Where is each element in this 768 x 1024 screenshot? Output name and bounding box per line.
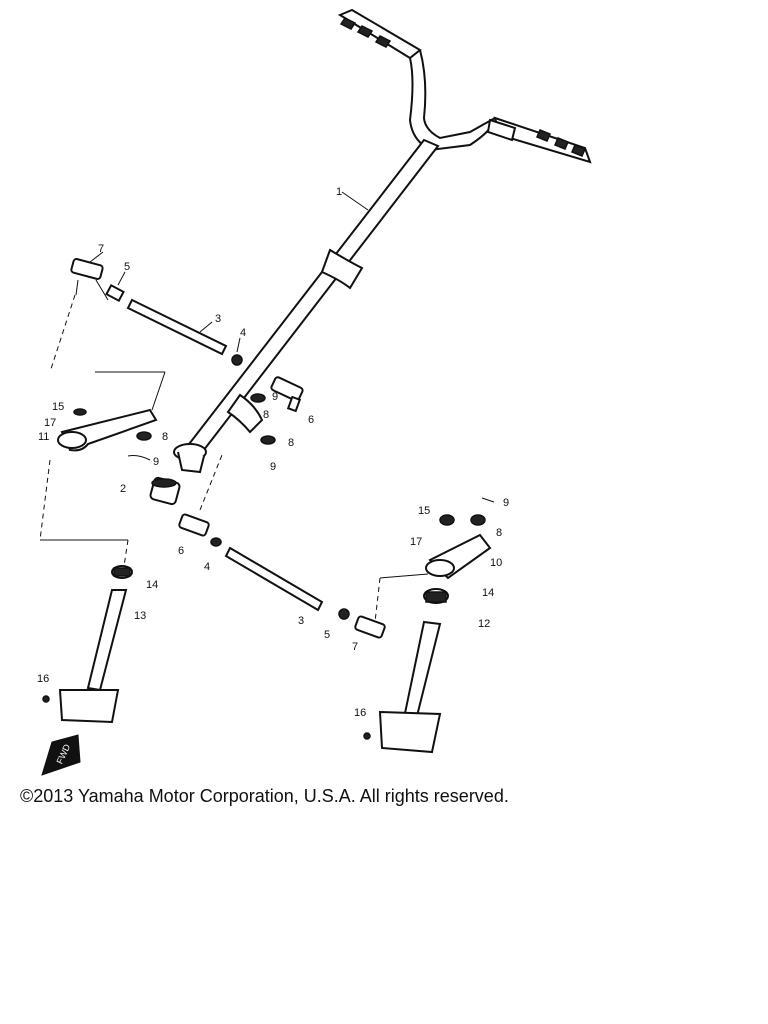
- callout-5-lower: 5: [324, 629, 330, 641]
- callout-15-right: 15: [418, 505, 430, 517]
- knuckle-arm-left: [57, 408, 158, 461]
- callout-7-lower: 7: [352, 641, 358, 653]
- callout-9-a: 9: [153, 456, 159, 468]
- callout-9-b: 9: [272, 391, 278, 403]
- callout-14-left: 14: [146, 579, 158, 591]
- knuckle-arm-right: [425, 497, 495, 580]
- tie-rod-upper: [105, 283, 243, 366]
- callout-16-right: 16: [354, 707, 366, 719]
- callout-3-upper: 3: [215, 313, 221, 325]
- callout-7-upper: 7: [98, 243, 104, 255]
- callout-12: 12: [478, 618, 490, 630]
- callout-1: 1: [336, 186, 342, 198]
- callout-8-b: 8: [263, 409, 269, 421]
- callout-labels: 1 2 3 3 4 4 5 5 6 6 7 7 8 8 8 8 9 9 9 9 …: [37, 186, 509, 719]
- callout-15-left: 15: [52, 401, 64, 413]
- callout-11: 11: [38, 431, 49, 443]
- callout-8-c: 8: [288, 437, 294, 449]
- callout-9-c: 9: [270, 461, 276, 473]
- callout-lines: [89, 191, 369, 353]
- callout-2: 2: [120, 483, 126, 495]
- callout-4-upper: 4: [240, 327, 246, 339]
- leader-lines: [39, 294, 429, 623]
- callout-9-d: 9: [503, 497, 509, 509]
- callout-6-lower-left: 6: [178, 545, 184, 557]
- callout-4-lower: 4: [204, 561, 210, 573]
- copyright-notice: ©2013 Yamaha Motor Corporation, U.S.A. A…: [20, 786, 509, 806]
- ski-spindle-left: [42, 565, 133, 724]
- handlebar: [337, 8, 592, 164]
- bushing: [149, 476, 181, 506]
- rod-end-upper-left: [70, 258, 104, 296]
- callout-8-a: 8: [162, 431, 168, 443]
- callout-17-left: 17: [44, 417, 56, 429]
- fwd-arrow-icon: FWD: [41, 734, 81, 776]
- callout-3-lower: 3: [298, 615, 304, 627]
- steering-column: [173, 138, 440, 474]
- tie-rod-lower: [178, 513, 386, 639]
- callout-8-d: 8: [496, 527, 502, 539]
- callout-6-upper-right: 6: [308, 414, 314, 426]
- parts-diagram: 1 2 3 3 4 4 5 5 6 6 7 7 8 8 8 8 9 9 9 9 …: [37, 8, 592, 776]
- callout-13: 13: [134, 610, 146, 622]
- callout-16-left: 16: [37, 673, 49, 685]
- callout-17-right: 17: [410, 536, 422, 548]
- ski-spindle-right: [363, 588, 449, 754]
- callout-14-right: 14: [482, 587, 494, 599]
- callout-10: 10: [490, 557, 502, 569]
- callout-5-upper: 5: [124, 261, 130, 273]
- rod-end-upper-right: [250, 376, 304, 445]
